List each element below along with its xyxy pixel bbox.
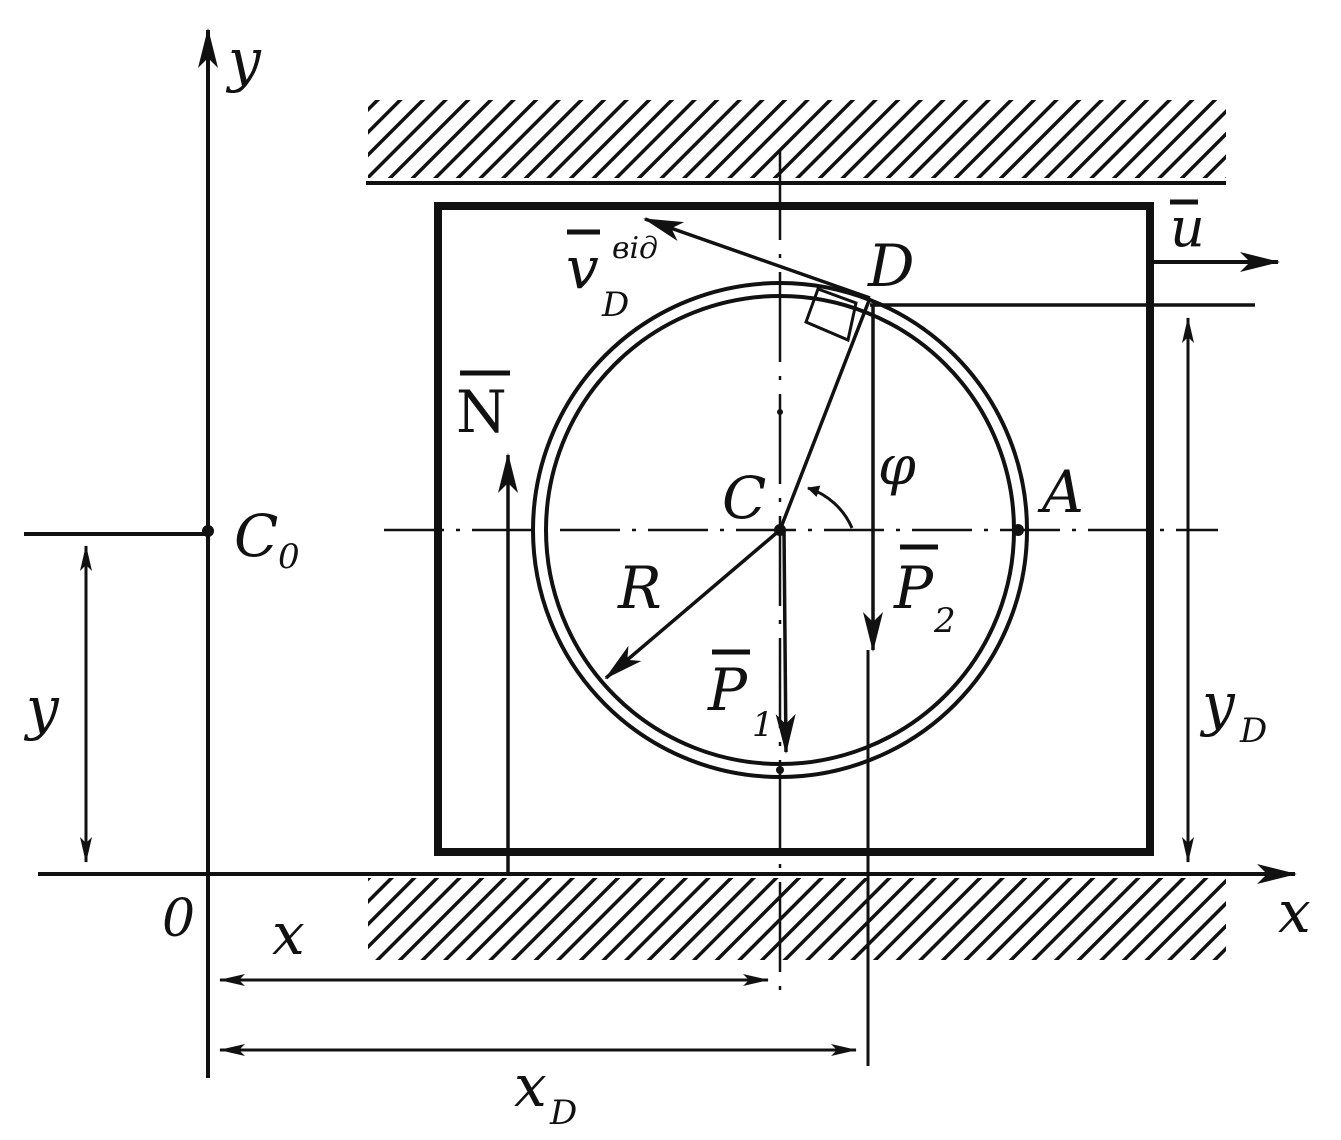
relative-velocity-label: v [566, 234, 599, 302]
ring-outer [531, 281, 1029, 779]
point-a-dot [1012, 524, 1024, 536]
force-p2-label: P [893, 554, 934, 622]
yd-label: y [1199, 670, 1236, 738]
relative-velocity-superscript: від [612, 231, 658, 266]
force-p2-subscript: 2 [933, 601, 956, 641]
y-dimension-label: y [23, 674, 60, 742]
xd-label: x [514, 1052, 547, 1120]
velocity-u-label: u [1170, 196, 1205, 259]
y-axis-label: y [225, 26, 262, 94]
angle-label: φ [878, 434, 916, 497]
relative-velocity-arrow [643, 217, 871, 300]
relative-velocity-subscript: D [601, 285, 629, 325]
yd-subscript: D [1239, 711, 1267, 751]
bottom-ring-dot [776, 766, 784, 774]
c0-label: C [234, 502, 278, 570]
x-axis-label: x [1278, 878, 1311, 946]
xd-subscript: D [549, 1093, 577, 1133]
radius-label: R [617, 554, 662, 622]
radius-cd-line [778, 297, 872, 531]
center-line-dot [777, 409, 783, 415]
top-wall-hatch [368, 100, 1226, 178]
point-d-label: D [867, 232, 915, 300]
right-angle-marker [804, 287, 858, 343]
point-a-label: A [1037, 458, 1084, 526]
radius-r-arrow [604, 528, 782, 680]
c0-subscript: 0 [278, 537, 300, 577]
force-p1-subscript: 1 [752, 705, 774, 745]
center-label: C [722, 464, 766, 532]
origin-label: 0 [162, 889, 195, 949]
bottom-wall-hatch [368, 878, 1226, 960]
force-n-label: N [456, 378, 507, 446]
force-p1-label: P [707, 656, 748, 724]
c0-point [202, 525, 214, 537]
force-p1-arrow [775, 529, 796, 754]
angle-phi-arc [807, 485, 854, 529]
x-dimension-label: x [272, 900, 305, 968]
